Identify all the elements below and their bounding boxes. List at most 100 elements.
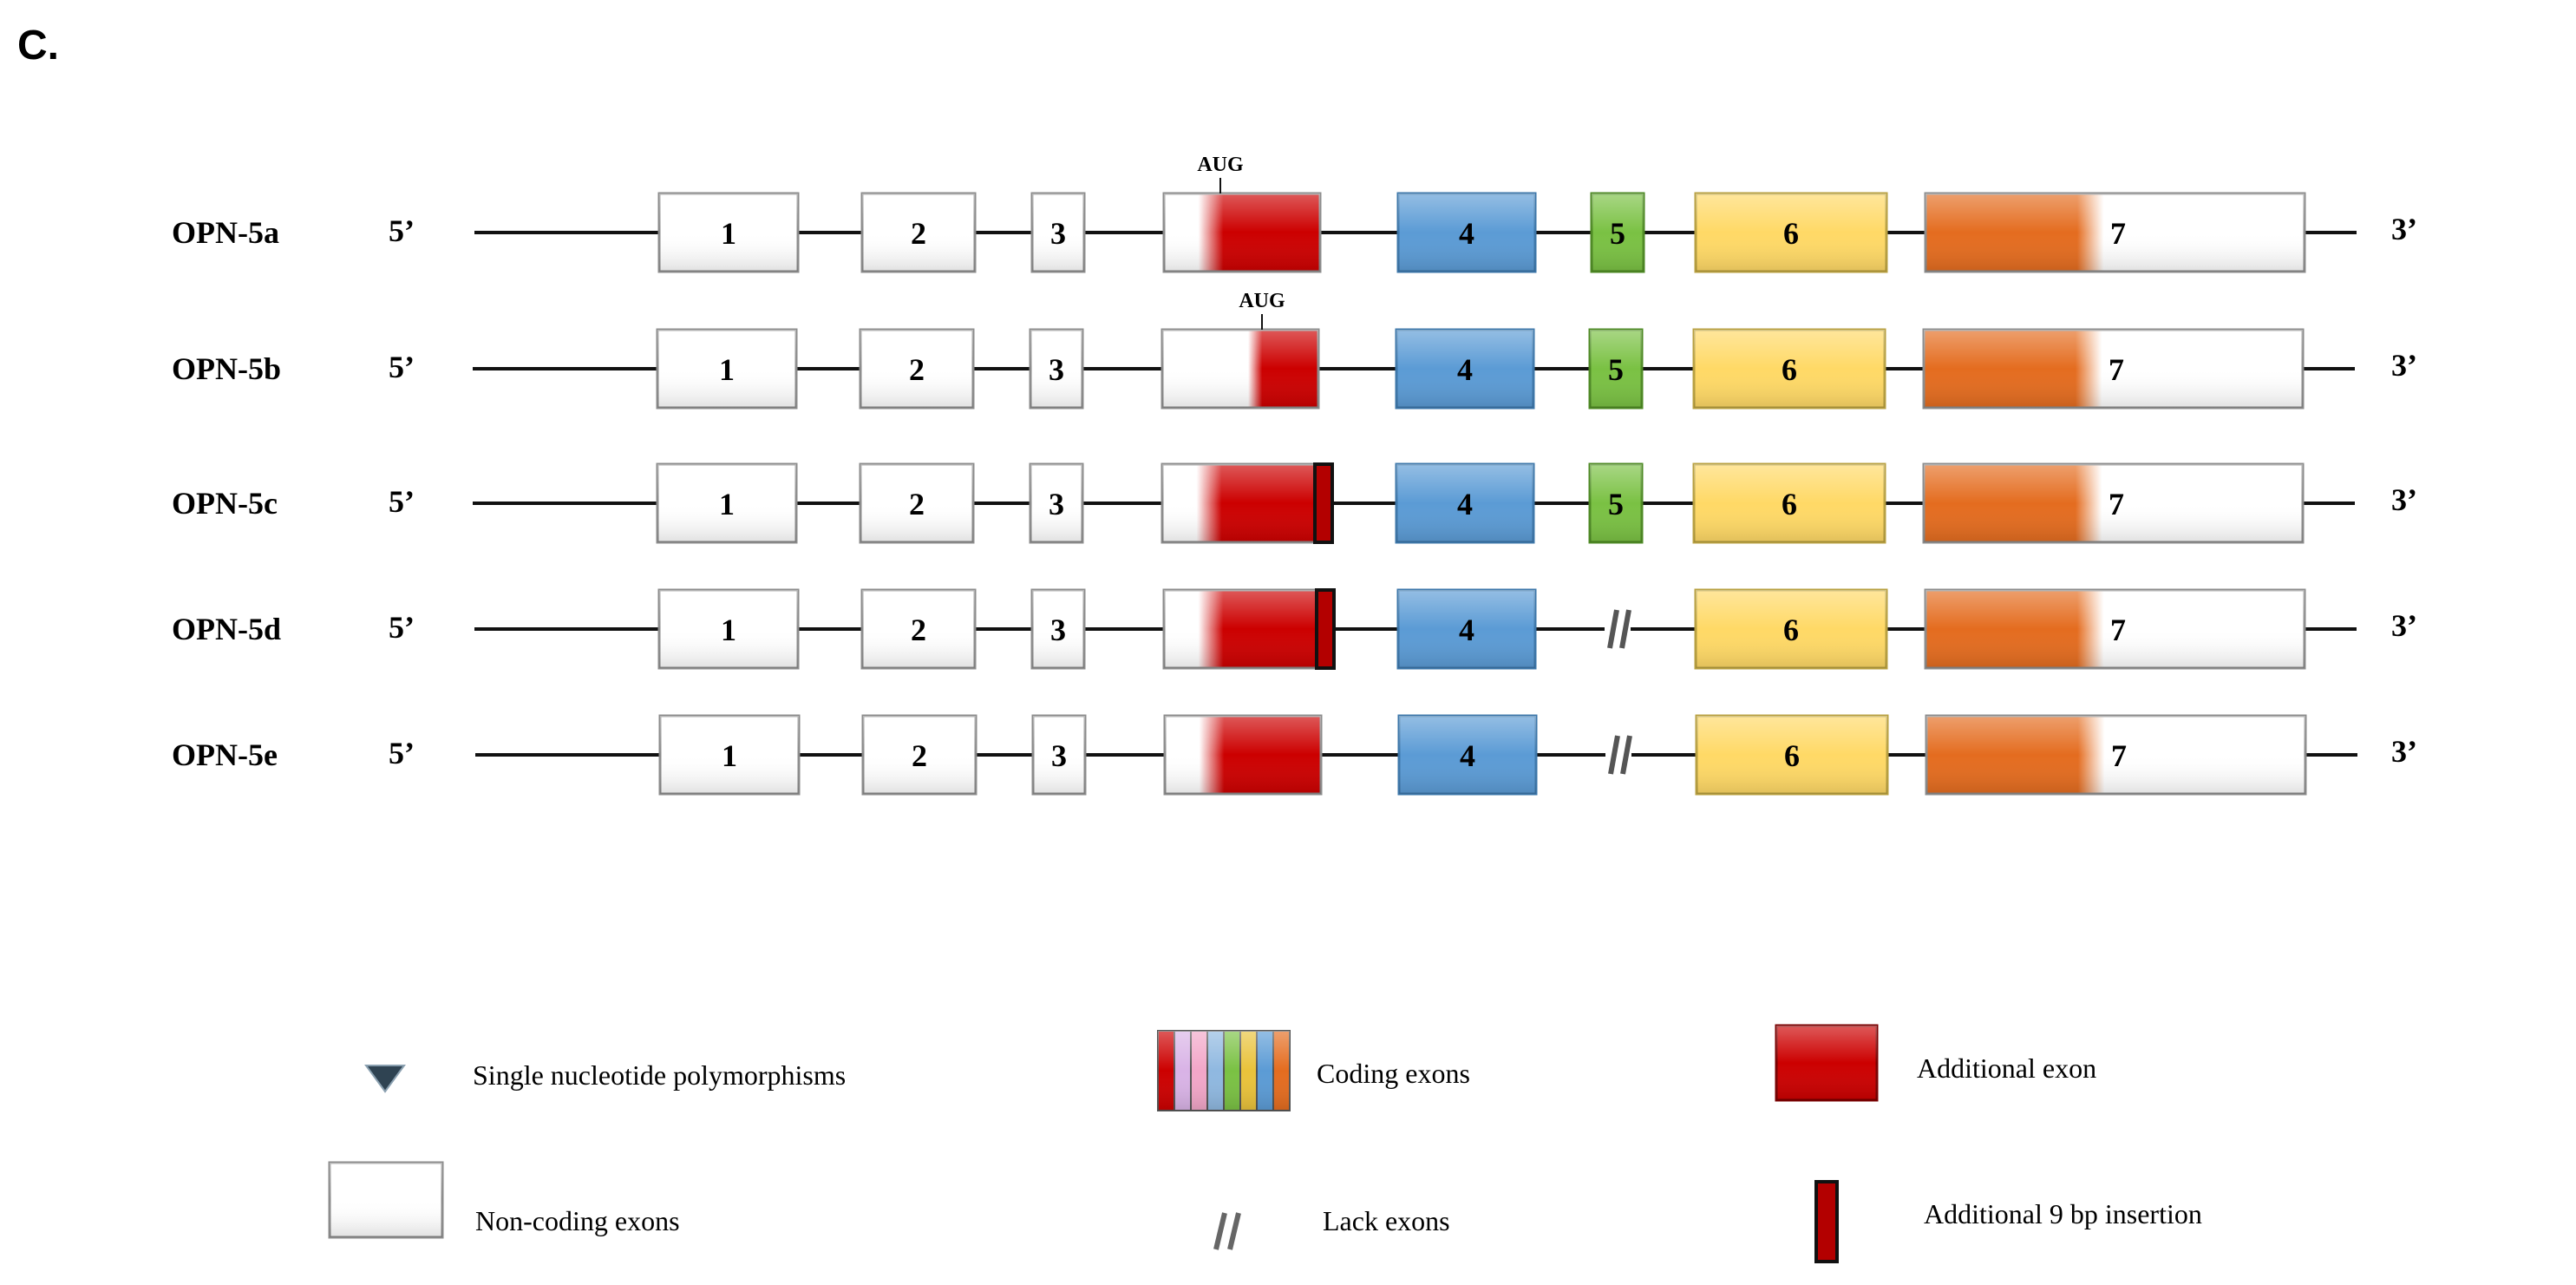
- isoform-row-opn-5d: OPN-5d 5’ 3’ 1 2 3 4 6 7: [172, 588, 2417, 670]
- exon-4-number: 4: [1459, 216, 1474, 251]
- exon-7: [1922, 328, 2305, 410]
- exon-7: [1922, 462, 2305, 544]
- exon-2-number: 2: [911, 613, 926, 647]
- exon-7-number: 7: [2110, 613, 2126, 647]
- exon-1-number: 1: [719, 487, 735, 521]
- coding-exons-swatch-icon: [1157, 1030, 1291, 1111]
- insertion-swatch-icon: [1814, 1180, 1839, 1263]
- exon-2: 2: [860, 192, 977, 273]
- legend-additional: Additional exon: [1775, 1024, 2096, 1102]
- exon-1-number: 1: [721, 216, 736, 251]
- legend-lack: Lack exons: [1213, 1205, 1450, 1250]
- exon-3-number: 3: [1050, 613, 1066, 647]
- exon-1: 1: [657, 588, 800, 670]
- three-prime-label: 3’: [2391, 608, 2417, 643]
- isoform-row-opn-5c: OPN-5c 5’ 3’ 1 2 3 4 5 6 7: [172, 462, 2417, 544]
- exon-6: 6: [1695, 714, 1889, 796]
- isoform-name: OPN-5e: [172, 738, 278, 772]
- five-prime-label: 5’: [389, 213, 415, 248]
- isoform-name: OPN-5d: [172, 612, 281, 646]
- lack-exon-slash-icon: [1605, 607, 1631, 651]
- exon-5: 5: [1588, 328, 1644, 410]
- exon-3-number: 3: [1050, 216, 1066, 251]
- isoform-name: OPN-5b: [172, 351, 281, 386]
- exon-3-number: 3: [1051, 738, 1067, 773]
- exon-6: 6: [1694, 588, 1888, 670]
- exon-7-number: 7: [2110, 216, 2126, 251]
- exon-7-number: 7: [2109, 487, 2124, 521]
- legend-insertion: Additional 9 bp insertion: [1814, 1180, 2202, 1263]
- exon-1-number: 1: [721, 613, 736, 647]
- exon-1: 1: [656, 462, 798, 544]
- three-prime-label: 3’: [2391, 482, 2417, 517]
- three-prime-label: 3’: [2391, 348, 2417, 383]
- exon-5: 5: [1588, 462, 1644, 544]
- isoform-name: OPN-5a: [172, 215, 279, 250]
- exon-2-number: 2: [912, 738, 927, 773]
- exon-7-number: 7: [2111, 738, 2127, 773]
- exon-4: 4: [1395, 462, 1535, 544]
- aug-label: AUG: [1197, 154, 1244, 176]
- exon-7: [1925, 714, 2307, 796]
- legend-coding: Coding exons: [1157, 1030, 1470, 1111]
- lack-exon-slash-icon: [1605, 733, 1632, 777]
- exon-4-number: 4: [1460, 738, 1475, 773]
- five-prime-label: 5’: [389, 736, 415, 770]
- legend-noncoding-label: Non-coding exons: [475, 1205, 680, 1236]
- exon-1: 1: [658, 714, 801, 796]
- exon-3: 3: [1030, 192, 1086, 273]
- insertion-marker: [1313, 462, 1334, 544]
- additional-exon: [1162, 192, 1322, 273]
- isoform-name: OPN-5c: [172, 486, 278, 521]
- exon-3: 3: [1029, 462, 1084, 544]
- isoform-row-opn-5e: OPN-5e 5’ 3’ 1 2 3 4 6 7: [172, 714, 2417, 796]
- exon-4: 4: [1395, 328, 1535, 410]
- exon-6-number: 6: [1783, 216, 1799, 251]
- aug-label: AUG: [1239, 290, 1285, 312]
- exon-5-number: 5: [1608, 487, 1624, 521]
- legend-noncoding: Non-coding exons: [328, 1161, 680, 1239]
- lack-exons-slash-icon: [1213, 1212, 1241, 1250]
- exon-6-number: 6: [1782, 487, 1797, 521]
- snp-triangle-icon: [364, 1065, 406, 1093]
- five-prime-label: 5’: [389, 484, 415, 519]
- exon-5: 5: [1590, 192, 1645, 273]
- exon-2: 2: [860, 588, 977, 670]
- panel-label: C.: [17, 23, 59, 69]
- additional-exon: [1162, 588, 1322, 670]
- exon-6-number: 6: [1782, 352, 1797, 387]
- exon-2: 2: [859, 328, 975, 410]
- legend-snp-label: Single nucleotide polymorphisms: [473, 1059, 846, 1091]
- exon-3-number: 3: [1049, 487, 1064, 521]
- exon-5-number: 5: [1608, 352, 1624, 387]
- exon-2: 2: [859, 462, 975, 544]
- three-prime-label: 3’: [2391, 734, 2417, 769]
- exon-2-number: 2: [909, 352, 925, 387]
- five-prime-label: 5’: [389, 350, 415, 384]
- exon-1-number: 1: [722, 738, 737, 773]
- exon-3: 3: [1029, 328, 1084, 410]
- exon-1: 1: [656, 328, 798, 410]
- exon-6: 6: [1692, 328, 1886, 410]
- additional-exon: [1161, 462, 1320, 544]
- exon-4: 4: [1396, 588, 1537, 670]
- exon-4: 4: [1396, 192, 1537, 273]
- exon-2: 2: [861, 714, 977, 796]
- exon-4: 4: [1397, 714, 1538, 796]
- legend-additional-label: Additional exon: [1917, 1052, 2096, 1084]
- exon-6-number: 6: [1783, 613, 1799, 647]
- exon-2-number: 2: [909, 487, 925, 521]
- five-prime-label: 5’: [389, 610, 415, 645]
- exon-6-number: 6: [1784, 738, 1800, 773]
- additional-exon: [1163, 714, 1323, 796]
- exon-4-number: 4: [1459, 613, 1474, 647]
- exon-5-number: 5: [1610, 216, 1625, 251]
- exon-3-number: 3: [1049, 352, 1064, 387]
- legend-lack-label: Lack exons: [1323, 1205, 1450, 1236]
- exon-7: [1924, 192, 2306, 273]
- exon-6: 6: [1694, 192, 1888, 273]
